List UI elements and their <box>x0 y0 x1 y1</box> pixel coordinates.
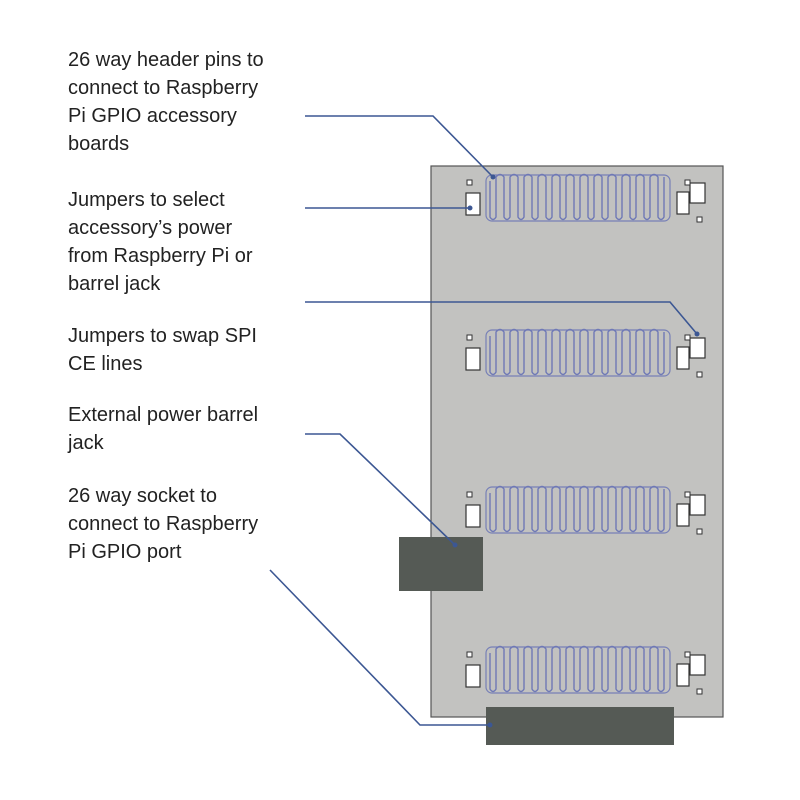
left-jumper-pad <box>466 179 473 186</box>
leader-line-1 <box>305 115 496 180</box>
label-spi-jumpers: Jumpers to swap SPI CE lines <box>68 325 257 375</box>
header-frame <box>485 486 671 534</box>
leader-path <box>269 569 490 726</box>
leader-line-5 <box>269 569 493 728</box>
leader-dot <box>490 174 496 180</box>
right-jumper-a <box>676 191 690 215</box>
label-header-pins: 26 way header pins to connect to Raspber… <box>68 49 264 155</box>
expansion-board <box>430 165 724 718</box>
label-gpio-socket: 26 way socket to connect to Raspberry Pi… <box>68 485 259 563</box>
header-pins-outline <box>489 645 665 693</box>
right-jumper-pad-top <box>684 179 691 186</box>
label-barrel-jack: External power barrel jack <box>68 404 259 454</box>
left-jumper <box>465 504 481 528</box>
right-jumper-pad <box>696 216 703 223</box>
header-frame <box>485 174 671 222</box>
left-jumper <box>465 664 481 688</box>
right-jumper-pad-top <box>684 491 691 498</box>
gpio-socket <box>486 707 674 745</box>
right-jumper-pad-top <box>684 334 691 341</box>
header-pins-outline <box>489 173 665 221</box>
right-jumper-b <box>689 654 706 676</box>
right-jumper-a <box>676 663 690 687</box>
right-jumper-b <box>689 337 706 359</box>
barrel-jack <box>399 537 483 591</box>
left-jumper-pad <box>466 334 473 341</box>
left-jumper-pad <box>466 491 473 498</box>
right-jumper-pad <box>696 528 703 535</box>
right-jumper-b <box>689 182 706 204</box>
header-frame <box>485 646 671 694</box>
header-2 <box>465 328 706 378</box>
leader-lines <box>269 115 700 728</box>
leader-dot <box>487 722 493 728</box>
leader-dot <box>452 542 458 548</box>
left-jumper <box>465 192 481 216</box>
header-3 <box>465 485 706 535</box>
right-jumper-pad <box>696 688 703 695</box>
left-jumper <box>465 347 481 371</box>
leader-line-4 <box>305 433 458 548</box>
right-jumper-pad-top <box>684 651 691 658</box>
leader-dot <box>467 205 473 211</box>
right-jumper-a <box>676 346 690 370</box>
leader-path <box>305 433 456 546</box>
right-jumper-b <box>689 494 706 516</box>
leader-line-2 <box>305 205 473 211</box>
header-4 <box>465 645 706 695</box>
leader-path <box>305 115 494 178</box>
leader-line-3 <box>305 301 700 337</box>
left-jumper-pad <box>466 651 473 658</box>
header-pins-outline <box>489 328 665 376</box>
header-frame <box>485 329 671 377</box>
right-jumper-pad <box>696 371 703 378</box>
leader-dot <box>694 331 700 337</box>
header-pins-outline <box>489 485 665 533</box>
leader-path <box>305 301 698 335</box>
label-power-jumpers: Jumpers to select accessory’s power from… <box>68 189 253 295</box>
right-jumper-a <box>676 503 690 527</box>
